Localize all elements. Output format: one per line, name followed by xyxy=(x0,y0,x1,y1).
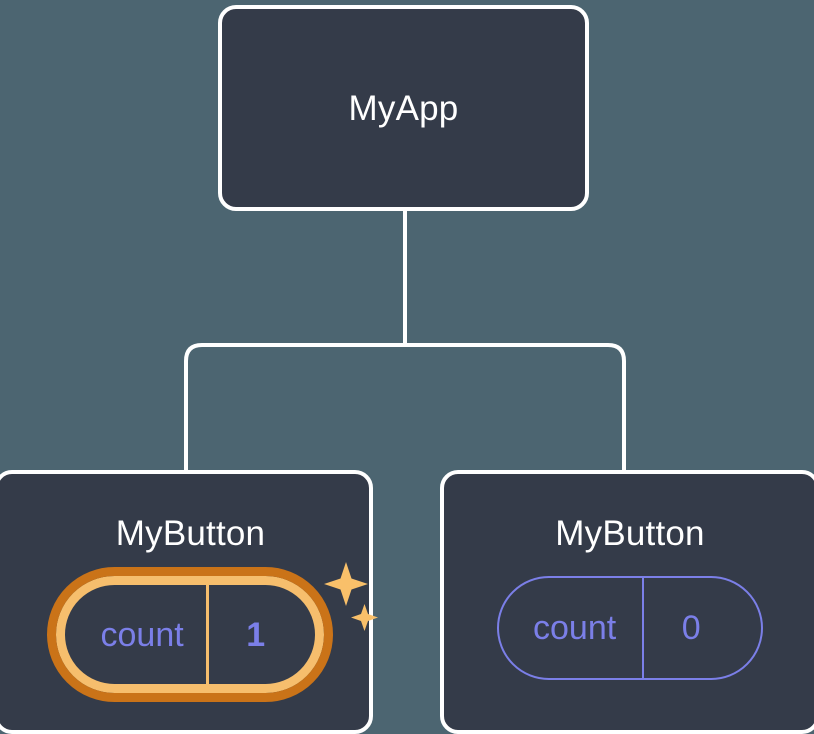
node-title: MyButton xyxy=(555,514,705,553)
state-pill-wrapper: count 1 xyxy=(46,562,378,702)
state-pill-highlighted[interactable]: count 1 xyxy=(46,567,333,702)
sparkles-icon xyxy=(323,562,378,631)
node-mybutton-2[interactable]: MyButton count 0 xyxy=(440,470,814,734)
state-value: 1 xyxy=(205,585,303,684)
state-pill[interactable]: count 0 xyxy=(497,576,763,680)
state-key: count xyxy=(533,609,617,647)
node-mybutton-1[interactable]: MyButton count 1 xyxy=(0,470,378,734)
node-title: MyButton xyxy=(115,514,266,553)
state-key: count xyxy=(100,615,184,654)
state-pill-wrapper: count 0 xyxy=(497,576,763,680)
node-title: MyApp xyxy=(348,88,459,128)
node-myapp[interactable]: MyApp xyxy=(218,5,589,211)
state-value: 0 xyxy=(642,578,738,678)
